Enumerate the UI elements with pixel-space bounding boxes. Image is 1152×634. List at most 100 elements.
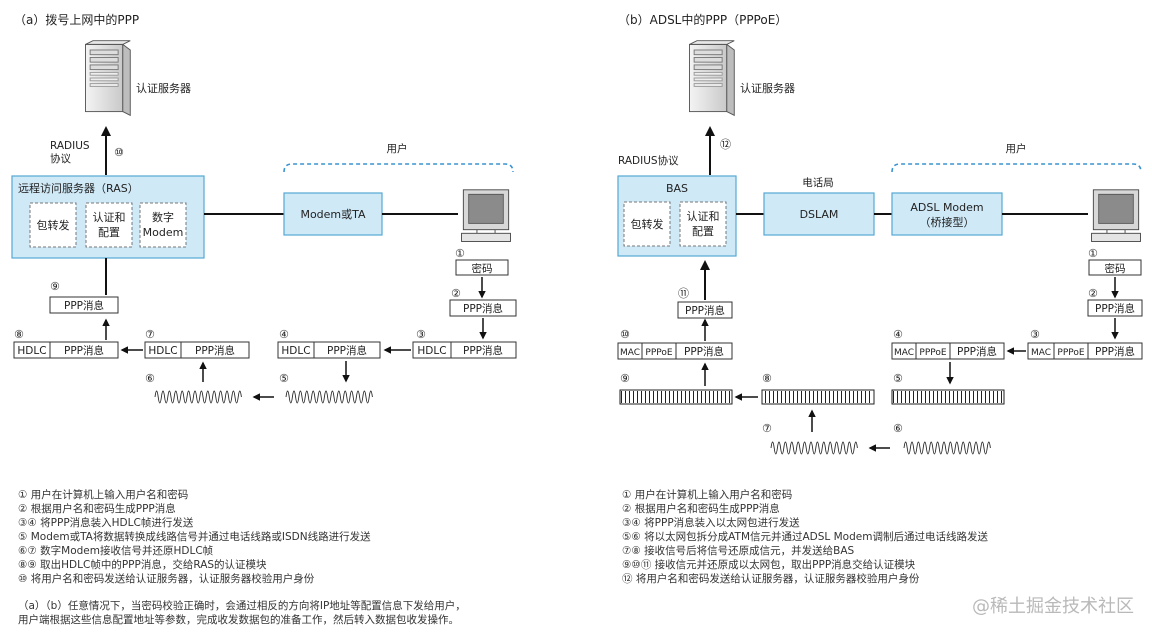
left-hdlc-label-7: HDLC xyxy=(148,345,177,357)
right-ppp-box-3 xyxy=(1087,342,1143,360)
right-note-1: ① 用户在计算机上输入用户名和密码 xyxy=(622,488,792,501)
right-note-4: ⑤⑥ 将以太网包拆分成ATM信元并通过ADSL Modem调制后通过电话线路发送 xyxy=(622,530,988,543)
left-modem-label: Modem或TA xyxy=(300,208,366,221)
phone-office-label: 电话局 xyxy=(802,176,834,189)
right-signal-wave-7 xyxy=(770,441,858,455)
right-ppp-box-11 xyxy=(677,301,733,319)
right-note-5: ⑦⑧ 接收信号后将信号还原成信元，并发送给BAS xyxy=(622,544,855,557)
right-pppoe-label-3: PPPoE xyxy=(1057,348,1084,358)
right-password-label: 密码 xyxy=(1105,262,1126,275)
ras-forward-label: 包转发 xyxy=(37,218,70,232)
left-note-7: ⑩ 将用户名和密码发送给认证服务器，认证服务器校验用户身份 xyxy=(18,572,315,585)
right-ppp-label-3: PPP消息 xyxy=(1095,345,1135,358)
right-n8: ⑧ xyxy=(762,372,772,385)
left-n6: ⑥ xyxy=(145,372,155,385)
left-n2: ② xyxy=(451,287,461,300)
left-radius-line1: RADIUS xyxy=(50,140,90,152)
right-n11: ⑪ xyxy=(678,287,689,300)
left-hdlc-label-4: HDLC xyxy=(281,345,310,357)
right-user-bracket xyxy=(891,163,1142,173)
left-note-1: ① 用户在计算机上输入用户名和密码 xyxy=(18,488,188,501)
right-n9: ⑨ xyxy=(620,372,630,385)
ras-auth-module xyxy=(85,202,133,248)
right-n6: ⑥ xyxy=(893,422,903,435)
right-user-label: 用户 xyxy=(1006,142,1027,155)
right-title: （b）ADSL中的PPP（PPPoE） xyxy=(618,12,787,27)
left-user-bracket xyxy=(283,163,514,173)
left-n4: ④ xyxy=(279,328,289,341)
right-pppoe-label-4: PPPoE xyxy=(919,348,946,358)
left-ppp-box-2 xyxy=(449,299,517,317)
adsl-modem-box xyxy=(891,192,1003,236)
left-ppp-label-7: PPP消息 xyxy=(195,344,235,357)
bas-auth-label-1: 认证和 xyxy=(687,210,720,223)
left-modem-box xyxy=(283,192,383,236)
left-hdlc-label-3: HDLC xyxy=(417,345,446,357)
ras-forward-module xyxy=(29,202,77,248)
right-mac-label-4: MAC xyxy=(894,348,914,358)
right-ppp-box-2 xyxy=(1087,299,1143,317)
left-ppp-box-9 xyxy=(49,296,119,314)
right-n5: ⑤ xyxy=(893,372,903,385)
left-ppp-label-8: PPP消息 xyxy=(64,344,104,357)
left-n9: ⑨ xyxy=(50,280,60,293)
left-n7: ⑦ xyxy=(145,328,155,341)
footer-line-1: （a）（b）任意情况下，当密码校验正确时，会通过相反的方向将IP地址等配置信息下… xyxy=(18,599,466,612)
right-mac-label-10: MAC xyxy=(620,348,640,358)
left-ppp-box-7 xyxy=(180,341,250,359)
left-note-5: ⑥⑦ 数字Modem接收信号并还原HDLC帧 xyxy=(18,544,214,557)
ras-auth-label-1: 认证和 xyxy=(93,211,126,224)
right-ppp-label-4: PPP消息 xyxy=(957,345,997,358)
left-user-label: 用户 xyxy=(387,142,408,155)
right-n2: ② xyxy=(1088,287,1098,300)
right-cells-8-stripes xyxy=(763,391,873,403)
right-n4: ④ xyxy=(893,328,903,341)
right-n1: ① xyxy=(1088,247,1098,260)
ras-modem-label-2: Modem xyxy=(143,226,184,239)
left-ppp-label-4: PPP消息 xyxy=(327,344,367,357)
right-n7: ⑦ xyxy=(762,422,772,435)
left-n5: ⑤ xyxy=(279,372,289,385)
right-cells-5-stripes xyxy=(893,391,1003,403)
right-note-6: ⑨⑩⑪ 接收信元并还原成以太网包，取出PPP消息交给认证模块 xyxy=(622,558,916,571)
right-auth-server-icon xyxy=(688,40,735,116)
right-ppp-label-2: PPP消息 xyxy=(1095,302,1135,315)
ras-modem-module xyxy=(139,202,187,248)
ras-modem-label-1: 数字 xyxy=(152,210,174,224)
left-ppp-label-3: PPP消息 xyxy=(463,344,503,357)
left-title: （a）拨号上网中的PPP xyxy=(14,12,139,27)
right-note-3: ③④ 将PPP消息装入以太网包进行发送 xyxy=(622,516,800,529)
auth-server-icon xyxy=(84,40,131,116)
right-note-2: ② 根据用户名和密码生成PPP消息 xyxy=(622,502,780,515)
watermark: @稀土掘金技术社区 xyxy=(972,596,1134,617)
right-password-box xyxy=(1088,259,1142,276)
right-cells-9-stripes xyxy=(621,391,731,403)
right-n3: ③ xyxy=(1030,328,1040,341)
right-signal-wave-6 xyxy=(903,441,991,455)
right-ppp-box-4 xyxy=(949,342,1005,360)
right-mac-label-3: MAC xyxy=(1031,348,1051,358)
right-server-label: 认证服务器 xyxy=(740,82,795,95)
dslam-box xyxy=(763,192,875,236)
left-signal-wave-6 xyxy=(154,390,242,404)
left-ppp-box-8 xyxy=(49,341,119,359)
ras-auth-label-2: 配置 xyxy=(98,226,120,239)
right-pppoe-label-10: PPPoE xyxy=(645,348,672,358)
footer-line-2: 用户端根据这些信息配置地址等参数，完成收发数据包的准备工作，然后转入数据包收发操… xyxy=(18,613,459,626)
left-note-2: ② 根据用户名和密码生成PPP消息 xyxy=(18,502,176,515)
left-signal-wave-5 xyxy=(285,390,373,404)
left-ppp-label-2: PPP消息 xyxy=(463,302,503,315)
bas-forward-module xyxy=(623,201,671,247)
left-n3: ③ xyxy=(416,328,426,341)
right-step12: ⑫ xyxy=(720,138,731,151)
left-server-label: 认证服务器 xyxy=(136,82,191,95)
right-ppp-label-10: PPP消息 xyxy=(684,345,724,358)
right-radius-label: RADIUS协议 xyxy=(618,154,679,167)
right-computer-icon xyxy=(1091,189,1141,242)
left-note-6: ⑧⑨ 取出HDLC帧中的PPP消息，交给RAS的认证模块 xyxy=(18,558,267,571)
ras-title: 远程访问服务器（RAS） xyxy=(18,182,139,195)
right-note-7: ⑫ 将用户名和密码发送给认证服务器，认证服务器校验用户身份 xyxy=(622,572,920,585)
left-password-box xyxy=(455,259,509,276)
